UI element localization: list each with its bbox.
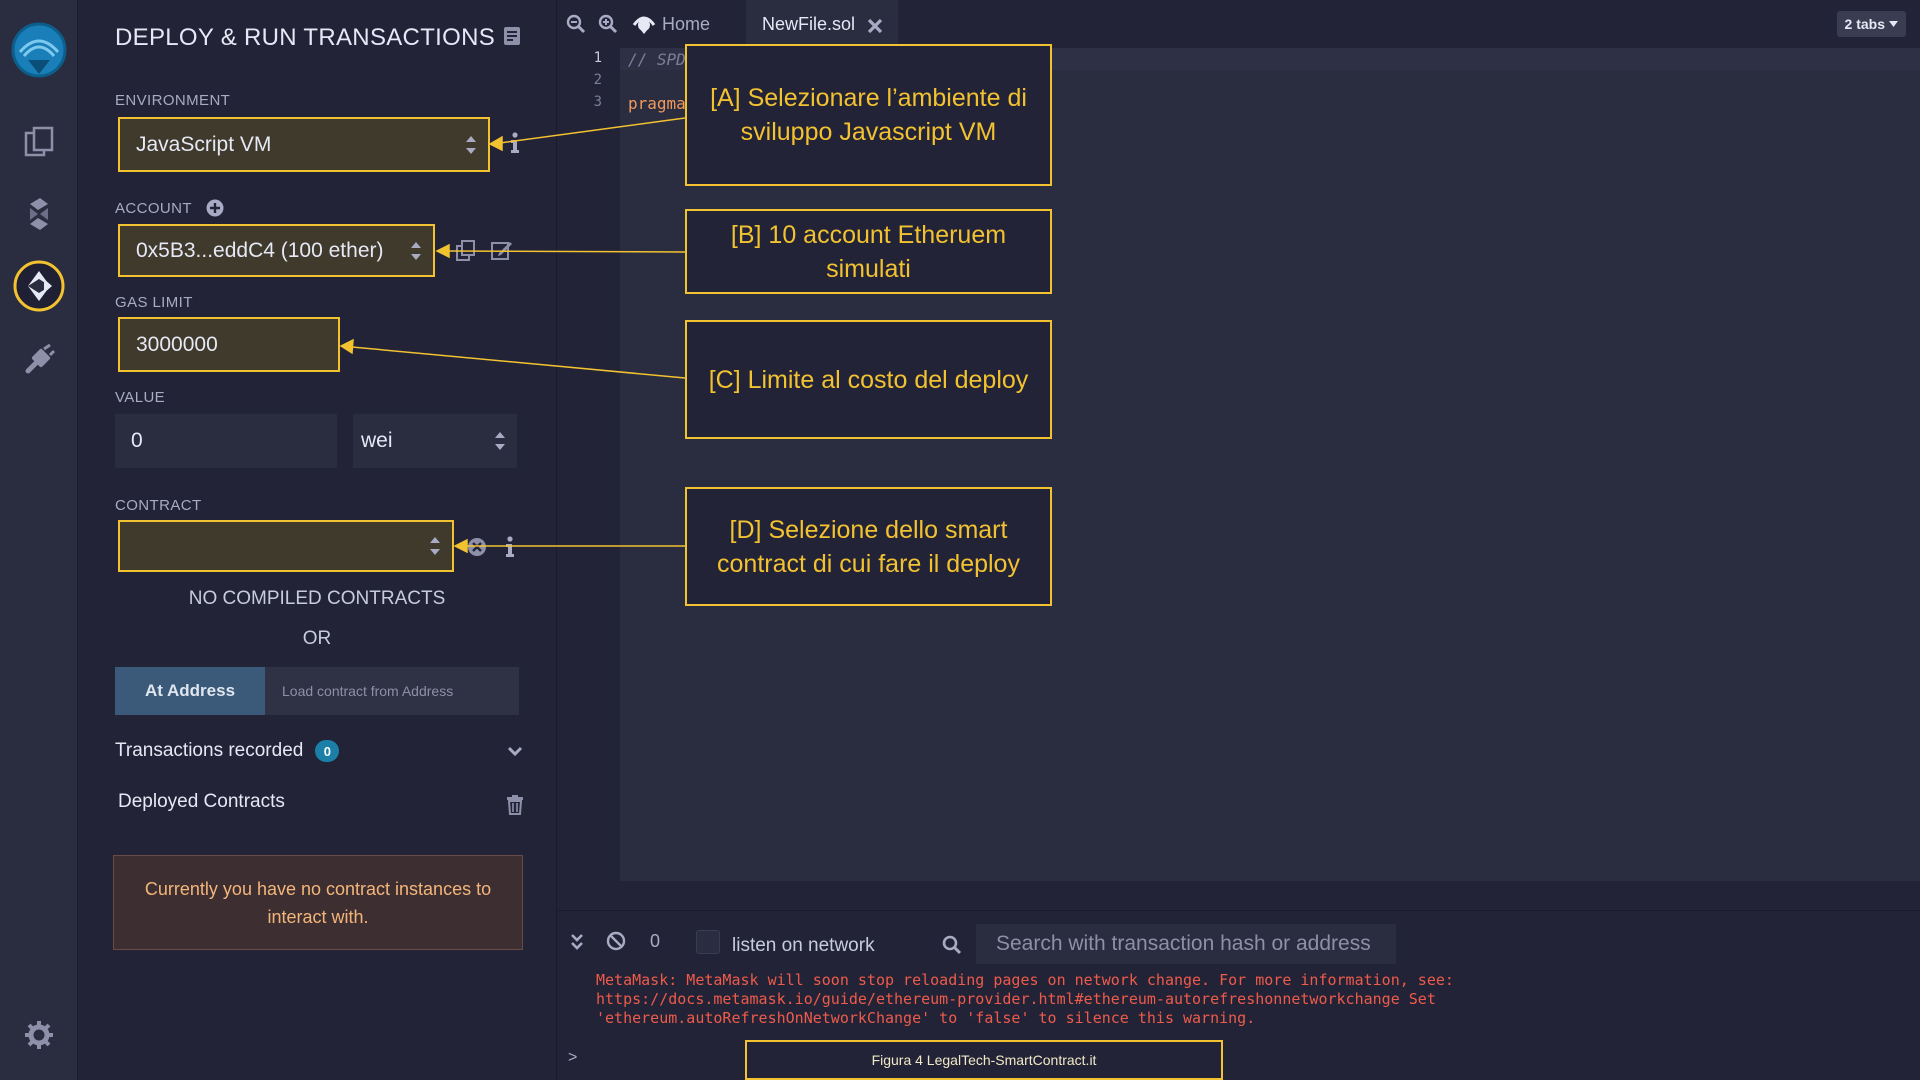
solidity-compiler-icon[interactable] [0, 194, 78, 234]
or-separator: OR [302, 628, 332, 649]
line-number: 1 [593, 50, 602, 66]
remix-home-icon [632, 13, 656, 35]
account-value: 0x5B3...eddC4 (100 ether) [136, 238, 384, 262]
editor-tabs-bar: Home NewFile.sol 2 tabs [558, 0, 1920, 48]
terminal-toolbar: 0 listen on network Search with transact… [558, 911, 1920, 971]
panel-title: DEPLOY & RUN TRANSACTIONS [115, 24, 496, 51]
annotation-d: [D] Selezione dello smart contract di cu… [685, 487, 1052, 606]
clear-contract-icon[interactable] [467, 537, 487, 562]
close-tab-icon[interactable] [867, 18, 883, 34]
tab-home-label: Home [662, 13, 711, 34]
editor-gutter: 1 2 3 [558, 48, 620, 881]
load-contract-address-input[interactable]: Load contract from Address [265, 667, 519, 715]
environment-value: JavaScript VM [136, 132, 272, 156]
value-label: VALUE [115, 389, 166, 406]
select-arrows-icon [411, 241, 421, 261]
no-compiled-contracts: NO COMPILED CONTRACTS [188, 588, 446, 609]
transactions-count-badge: 0 [315, 740, 340, 762]
settings-gear-icon[interactable] [0, 1018, 78, 1052]
environment-label: ENVIRONMENT [115, 92, 231, 109]
transaction-search-input[interactable]: Search with transaction hash or address [976, 924, 1396, 964]
line-number: 3 [593, 94, 602, 110]
listen-network-checkbox[interactable] [696, 930, 720, 954]
select-arrows-icon [430, 536, 440, 556]
value-unit-select[interactable]: wei [353, 414, 517, 468]
plugin-manager-icon[interactable] [0, 340, 78, 380]
zoom-out-icon[interactable] [566, 0, 586, 48]
annotation-a: [A] Selezionare l’ambiente di sviluppo J… [685, 44, 1052, 186]
terminal-log: MetaMask: MetaMask will soon stop reload… [596, 971, 1896, 1028]
select-arrows-icon [466, 135, 476, 155]
value-unit: wei [361, 429, 393, 452]
tab-count-dropdown[interactable]: 2 tabs [1836, 11, 1906, 37]
trash-icon[interactable] [507, 795, 523, 820]
deployed-contracts-label: Deployed Contracts [118, 791, 285, 812]
tab-count-label: 2 tabs [1844, 16, 1885, 32]
search-icon [942, 935, 962, 960]
no-instances-message: Currently you have no contract instances… [113, 855, 523, 950]
edit-account-icon[interactable] [491, 239, 513, 266]
log-line: https://docs.metamask.io/guide/ethereum-… [596, 990, 1436, 1008]
listen-network-label: listen on network [732, 935, 875, 956]
annotation-b: [B] 10 account Etheruem simulati [685, 209, 1052, 294]
transactions-recorded-row[interactable]: Transactions recorded 0 [115, 738, 523, 764]
tab-home[interactable]: Home [632, 0, 710, 48]
contract-select[interactable] [118, 520, 454, 572]
icon-bar [0, 0, 78, 1080]
tab-newfile[interactable]: NewFile.sol [746, 0, 898, 48]
deploy-run-icon[interactable] [0, 258, 78, 314]
contract-info-icon[interactable] [505, 536, 515, 563]
tab-newfile-label: NewFile.sol [762, 13, 856, 34]
environment-info-icon[interactable] [510, 132, 520, 159]
gas-limit-label: GAS LIMIT [115, 294, 193, 311]
remix-logo-icon[interactable] [0, 22, 78, 80]
add-account-icon[interactable] [206, 199, 224, 217]
copy-address-icon[interactable] [456, 240, 476, 267]
select-arrows-icon [495, 431, 505, 451]
contract-label: CONTRACT [115, 497, 202, 514]
code-line: // SPD [628, 50, 686, 69]
chevron-down-icon[interactable] [507, 745, 523, 757]
documentation-icon[interactable] [503, 26, 521, 51]
value-amount-input[interactable]: 0 [115, 414, 337, 468]
log-line: 'ethereum.autoRefreshOnNetworkChange' to… [596, 1009, 1256, 1027]
zoom-in-icon[interactable] [598, 0, 618, 48]
file-explorer-icon[interactable] [0, 122, 78, 162]
figure-caption: Figura 4 LegalTech-SmartContract.it [745, 1040, 1223, 1080]
pending-tx-count: 0 [650, 931, 661, 951]
environment-select[interactable]: JavaScript VM [118, 117, 490, 172]
deploy-run-panel: DEPLOY & RUN TRANSACTIONS ENVIRONMENT Ja… [79, 0, 557, 1080]
transactions-recorded-label: Transactions recorded [115, 740, 304, 761]
account-label-row: ACCOUNT [115, 199, 224, 217]
account-label: ACCOUNT [115, 199, 192, 217]
terminal-prompt[interactable]: > [568, 1049, 578, 1066]
gas-limit-input[interactable]: 3000000 [118, 317, 340, 372]
at-address-button[interactable]: At Address [115, 667, 265, 715]
clear-console-icon[interactable] [606, 931, 626, 956]
account-select[interactable]: 0x5B3...eddC4 (100 ether) [118, 224, 435, 277]
annotation-c: [C] Limite al costo del deploy [685, 320, 1052, 439]
collapse-terminal-icon[interactable] [570, 933, 584, 956]
log-line: MetaMask: MetaMask will soon stop reload… [596, 971, 1454, 989]
line-number: 2 [593, 72, 602, 88]
code-line: pragma [628, 94, 686, 113]
